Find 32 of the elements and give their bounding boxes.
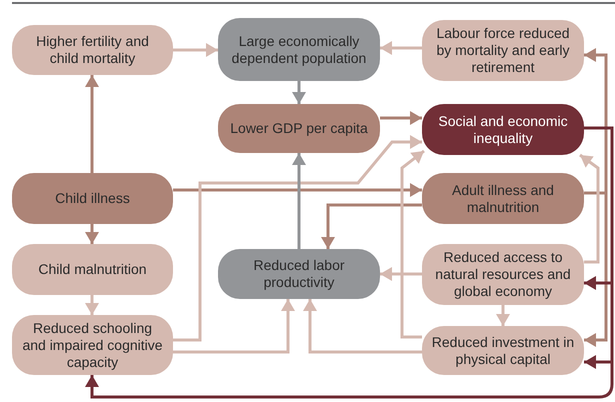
process-box: Lower GDP per capita: [218, 104, 380, 153]
arrow: [85, 75, 99, 173]
arrow: [85, 224, 99, 244]
process-box: Reduced labor productivity: [218, 249, 380, 299]
arrow: [496, 305, 510, 326]
arrow: [584, 48, 608, 194]
process-box: Social and economic inequality: [422, 104, 584, 155]
process-box: Reduced schooling and impaired cognitive capacity: [12, 315, 173, 375]
arrow: [173, 43, 218, 57]
arrow: [380, 267, 422, 281]
arrow: [173, 183, 422, 197]
process-box: Child malnutrition: [12, 244, 173, 295]
process-box: Adult illness and malnutrition: [422, 173, 584, 224]
arrow: [292, 81, 306, 104]
process-box: Child illness: [12, 173, 173, 224]
arrow: [380, 41, 422, 55]
arrow: [380, 111, 422, 125]
arrow: [173, 299, 295, 354]
process-box: Reduced access to natural resources and global economy: [422, 244, 584, 305]
process-box: Large economically dependent population: [218, 18, 380, 81]
arrow: [85, 295, 99, 315]
process-box: Labour force reduced by mortality and early retirement: [422, 20, 584, 81]
arrow: [400, 150, 425, 338]
arrow: [321, 204, 422, 249]
arrow: [173, 135, 422, 342]
arrow: [579, 154, 600, 264]
arrow: [584, 192, 608, 347]
arrow: [85, 126, 614, 398]
process-box: Higher fertility and child mortality: [12, 25, 173, 75]
process-box: Reduced investment in physical capital: [422, 326, 584, 375]
arrow: [303, 299, 422, 354]
arrow: [292, 153, 306, 249]
